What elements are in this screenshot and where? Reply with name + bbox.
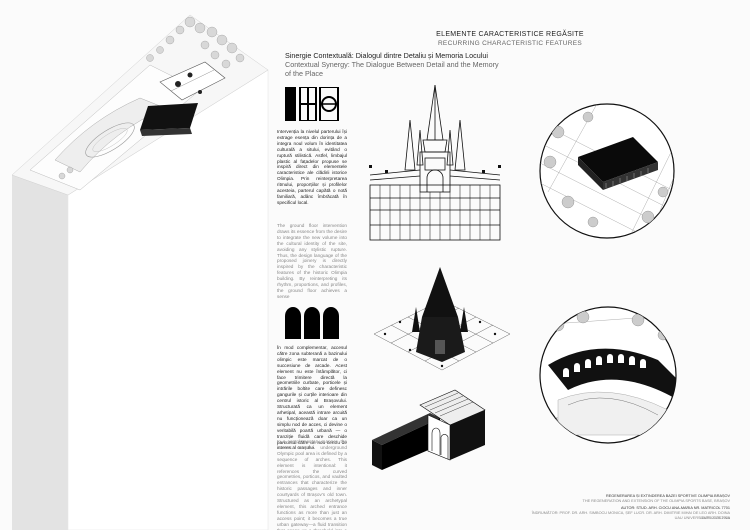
circle-detail-pool-volume [539, 103, 675, 239]
footer-university: UAU UNIVERSITATE 2025-2026 [674, 516, 730, 520]
footer-project-title-en: THE REGENERATION AND EXTENSION OF THE OL… [582, 499, 730, 503]
paragraph-1-ro: Intervenția la nivelul parterului își ex… [277, 129, 347, 205]
arcade-icon [285, 307, 339, 339]
paragraph-1-en: The ground floor intervention draws its … [277, 223, 347, 299]
facade-rhythm-icon [285, 87, 339, 121]
site-axonometric-drawing [11, 14, 269, 530]
footer-project-title-ro: REGENERAREA ȘI EXTINDEREA BAZEI SPORTIVE… [606, 494, 730, 498]
paragraph-2-en: In a complementary manner, the access to… [277, 439, 347, 530]
olimpia-facade-elevation [369, 84, 501, 241]
section-title-ro: ELEMENTE CARACTERISTICE REGĂSITE [436, 31, 584, 38]
subtitle-en: Contextual Synergy: The Dialogue Between… [285, 60, 499, 78]
subtitle-ro: Sinergie Contextuală: Dialogul dintre De… [285, 51, 488, 60]
arcade-volume-axonometric [372, 389, 486, 470]
circle-detail-arcade-entrance [539, 306, 677, 444]
paragraph-2-ro: În mod complementar, accesul către zona … [277, 345, 347, 451]
spire-model-axonometric [373, 267, 511, 371]
footer-coordinators: ÎNDRUMĂTOR: PROF. DR. ARH. SIMBOCU MONIC… [531, 511, 730, 520]
section-title-en: RECURRING CHARACTERISTIC FEATURES [437, 40, 583, 47]
footer-author: AUTOR: STUD. ARH. CIOCU ANA-MARIA NR. MA… [620, 506, 730, 510]
